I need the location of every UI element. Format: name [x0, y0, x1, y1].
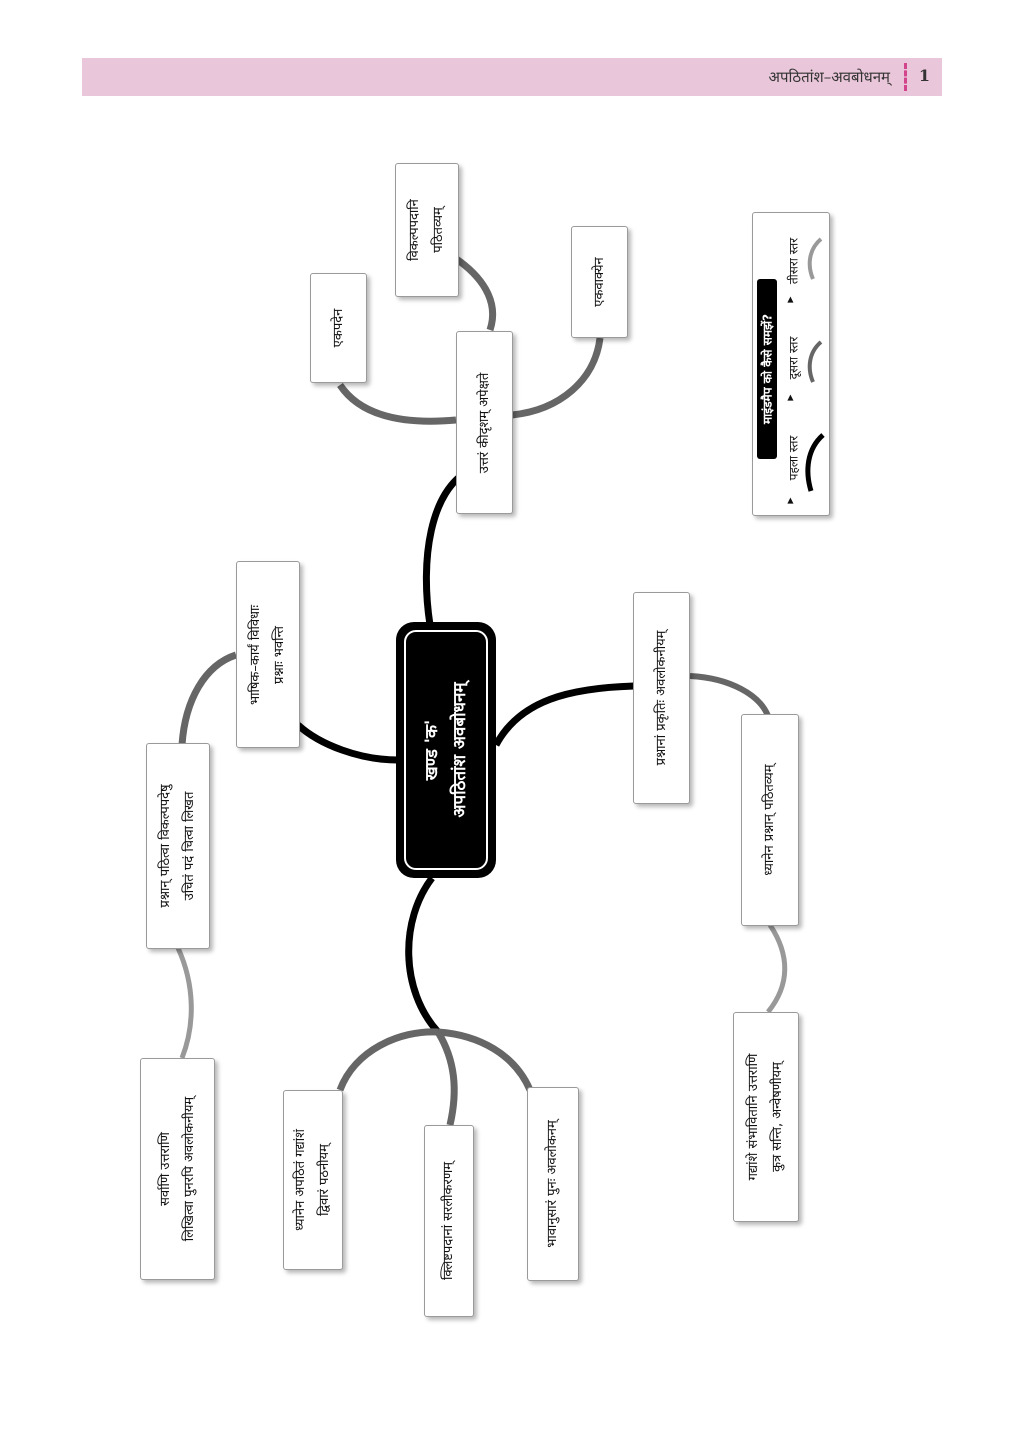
connector-prashnan-to-sarvani — [175, 946, 194, 1059]
legend-box: माइंडमैप को कैसे समझें? तीसरा स्तर ▶ दूस… — [752, 212, 830, 516]
connector-center-to-prakritih — [492, 682, 635, 747]
node-dhyanena-prashnan-text: ध्यानेन प्रश्नान् पठितव्यम् — [762, 764, 777, 876]
legend-label-level-1: पहला स्तर — [786, 435, 801, 481]
node-dhyanena-prashnan: ध्यानेन प्रश्नान् पठितव्यम् — [741, 714, 799, 926]
node-ekavakyena: एकवाक्येन — [571, 226, 628, 338]
connector-group-to-dhyanena — [336, 1028, 439, 1092]
legend-title-text: माइंडमैप को कैसे समझें? — [760, 313, 775, 425]
node-dhyanena-gadyansha-line-1: ध्यानेन अपठितं गद्यांशं — [293, 1129, 308, 1231]
legend-title: माइंडमैप को कैसे समझें? — [757, 279, 777, 459]
connector-uttaram-to-ekavakyena — [511, 337, 604, 419]
connector-uttaram-to-vikalpa — [453, 255, 497, 332]
node-vikalpa: विकल्पपदानि पठितव्यम् — [395, 163, 459, 297]
node-bhashik: भाषिक–कार्यं विविधाः प्रश्नाः भवन्ति — [236, 561, 300, 748]
node-vikalpa-line-1: विकल्पपदानि — [407, 199, 422, 261]
node-klishta-text: क्लिष्टपदानां सरलीकरणम् — [441, 1162, 456, 1280]
connector-bhashik-to-prashnan — [178, 651, 238, 746]
center-node-text: खण्ड 'क' अपठितांश अवबोधनम् — [418, 682, 474, 817]
legend-curve-level-3 — [807, 237, 823, 280]
legend-item-level-3: तीसरा स्तर — [781, 221, 805, 301]
node-bhashik-text: भाषिक–कार्यं विविधाः प्रश्नाः भवन्ति — [244, 604, 292, 704]
node-sarvani-text: सर्वाणि उत्तराणि लिखित्वा पुनरपि अवलोकनी… — [154, 1097, 202, 1241]
section-title: अपठितांश–अवबोधनम् — [768, 68, 891, 86]
node-uttaram-text: उत्तरं कीदृशम् अपेक्षते — [476, 372, 492, 473]
page-number: 1 — [918, 66, 930, 85]
node-bhashik-line-1: भाषिक–कार्यं विविधाः — [248, 604, 263, 705]
legend-item-level-2: दूसरा स्तर — [781, 318, 805, 398]
node-ekapadena: एकपदेन — [310, 273, 367, 383]
legend-curve-level-2 — [807, 340, 823, 383]
node-vikalpa-text: विकल्पपदानि पठितव्यम् — [403, 199, 451, 261]
connector-center-to-bhashik — [295, 722, 399, 764]
node-prashnan-text: प्रश्नान् पठित्वा विकल्पपदेषु उचितं पदं … — [154, 784, 202, 907]
node-prashnan-line-2: उचितं पदं चित्वा लिखत — [182, 791, 197, 901]
legend-curve-level-1 — [805, 433, 825, 492]
node-dhyanena-gadyansha-line-2: द्विवारं पठनीयम् — [317, 1144, 332, 1216]
connector-group-to-klishta — [434, 1030, 458, 1126]
center-line-2: अपठितांश अवबोधनम् — [450, 682, 470, 818]
page-header: अपठितांश–अवबोधनम् 1 — [82, 58, 942, 96]
legend-arrow-level-2: ▶ — [785, 394, 795, 401]
node-ekavakyena-text: एकवाक्येन — [591, 257, 607, 307]
node-gadyanshe-line-1: गद्यांशे संभावितानि उत्तराणि — [746, 1053, 761, 1181]
connector-group-to-bhavanusaram — [437, 1028, 534, 1092]
node-bhavanusaram-text: भावानुसारं पुनः अवलोकनम् — [545, 1120, 560, 1248]
node-dhyanena-gadyansha-text: ध्यानेन अपठितं गद्यांशं द्विवारं पठनीयम् — [289, 1129, 337, 1231]
header-separator — [904, 63, 907, 91]
node-prakritih: प्रश्नानां प्रकृतिः अवलोकनीयम् — [633, 592, 690, 804]
node-sarvani: सर्वाणि उत्तराणि लिखित्वा पुनरपि अवलोकनी… — [140, 1058, 215, 1280]
node-prashnan-line-1: प्रश्नान् पठित्वा विकल्पपदेषु — [158, 784, 173, 908]
center-line-1: खण्ड 'क' — [422, 719, 442, 781]
connector-uttaram-to-ekapadena — [337, 382, 457, 425]
legend-arrow-level-1: ▶ — [785, 497, 795, 504]
connector-dhyanena-prashnan-to-gadyanshe — [766, 923, 788, 1014]
legend-arrow-level-3: ▶ — [785, 296, 795, 303]
node-sarvani-line-2: लिखित्वा पुनरपि अवलोकनीयम् — [181, 1096, 197, 1242]
node-sarvani-line-1: सर्वाणि उत्तराणि — [157, 1132, 173, 1206]
node-uttaram: उत्तरं कीदृशम् अपेक्षते — [456, 331, 513, 514]
node-dhyanena-gadyansha: ध्यानेन अपठितं गद्यांशं द्विवारं पठनीयम् — [283, 1090, 343, 1270]
center-node: खण्ड 'क' अपठितांश अवबोधनम् — [396, 622, 496, 878]
node-gadyanshe-line-2: कुत्र सन्ति, अन्वेषणीयम् — [770, 1062, 785, 1172]
node-gadyanshe: गद्यांशे संभावितानि उत्तराणि कुत्र सन्ति… — [733, 1012, 799, 1222]
node-klishta: क्लिष्टपदानां सरलीकरणम् — [424, 1125, 474, 1317]
legend-label-level-2: दूसरा स्तर — [786, 336, 801, 380]
center-node-border — [404, 630, 488, 870]
node-gadyanshe-text: गद्यांशे संभावितानि उत्तराणि कुत्र सन्ति… — [742, 1054, 790, 1181]
node-vikalpa-line-2: पठितव्यम् — [431, 207, 446, 253]
connector-center-to-dhyanena-group — [405, 875, 441, 1035]
node-ekapadena-text: एकपदेन — [330, 308, 346, 348]
node-prakritih-text: प्रश्नानां प्रकृतिः अवलोकनीयम् — [653, 630, 669, 766]
legend-label-level-3: तीसरा स्तर — [786, 237, 801, 285]
node-bhashik-line-2: प्रश्नाः भवन्ति — [272, 625, 287, 684]
node-prashnan: प्रश्नान् पठित्वा विकल्पपदेषु उचितं पदं … — [146, 743, 210, 949]
node-bhavanusaram: भावानुसारं पुनः अवलोकनम् — [527, 1087, 579, 1281]
connector-prakritih-to-dhyanena-prashnan — [689, 673, 771, 718]
